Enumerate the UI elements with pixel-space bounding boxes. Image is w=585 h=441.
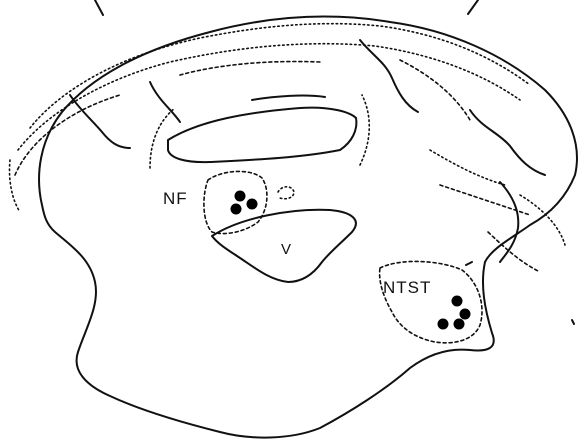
- nf-dot: [235, 191, 246, 202]
- ntst-boundary: [380, 261, 482, 342]
- top-right-line: [468, 0, 478, 14]
- dashed-contour-11: [488, 232, 540, 272]
- small-dotted-ring: [278, 187, 294, 199]
- ntst-dot: [452, 296, 463, 307]
- solid-fold-right-a: [360, 40, 418, 112]
- ntst-dot: [460, 309, 471, 320]
- ntst-label: NTST: [383, 278, 431, 297]
- ntst-dot: [454, 319, 465, 330]
- ntst-dot: [438, 319, 449, 330]
- solid-fold-right-b: [470, 110, 545, 175]
- ventricle-label: V: [281, 241, 291, 258]
- solid-fold-left: [70, 95, 130, 148]
- nf-dot: [247, 199, 258, 210]
- ntst-tick-left: [466, 262, 472, 265]
- solid-fold-mid-left: [150, 82, 180, 122]
- dashed-contour-9: [440, 185, 530, 215]
- dotted-contour-6: [360, 95, 369, 165]
- nf-dot: [231, 204, 242, 215]
- top-left-line: [95, 0, 103, 15]
- dashed-contour-7: [400, 60, 470, 120]
- solid-fold-right-c: [500, 182, 518, 262]
- dotted-contour-8: [430, 150, 505, 185]
- central-band-inner: [252, 96, 325, 100]
- central-band-outline: [168, 108, 356, 163]
- nf-label: NF: [163, 189, 188, 208]
- section-outline: [39, 17, 577, 438]
- dashed-contour-4: [180, 62, 320, 75]
- ntst-tick-right: [572, 320, 574, 324]
